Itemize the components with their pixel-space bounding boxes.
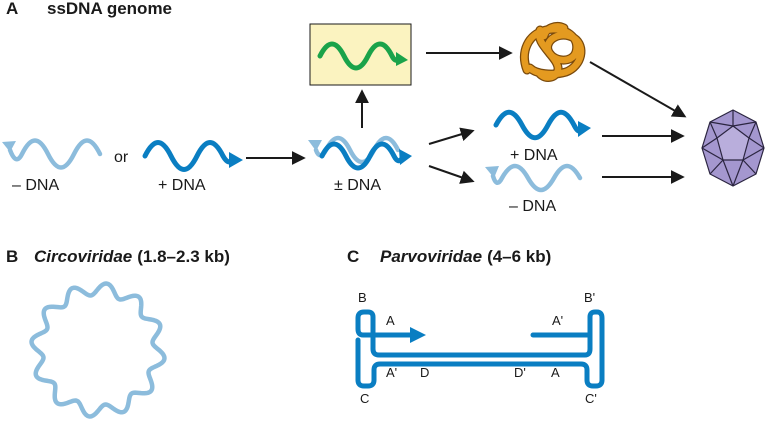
minus-dna-strand-left xyxy=(2,138,103,170)
panel-c-title: Parvoviridae (4–6 kb) xyxy=(380,247,551,266)
panel-b-family: Circoviridae xyxy=(34,247,132,266)
panel-c-letter: C xyxy=(347,247,359,266)
capsid-icon xyxy=(701,109,765,187)
parvo-arrowhead xyxy=(410,327,426,343)
label-c: C xyxy=(360,391,369,406)
label-a-prime-top: A' xyxy=(552,313,563,328)
label-c-prime: C' xyxy=(585,391,597,406)
panel-a-letter: A xyxy=(6,0,18,18)
or-label: or xyxy=(114,149,129,166)
label-a-top: A xyxy=(386,313,395,328)
minus-dna-label-left: – DNA xyxy=(12,177,59,194)
panel-a-title: ssDNA genome xyxy=(47,0,172,18)
arrow-to-minus-dna xyxy=(428,165,475,184)
label-a-prime-bottom: A' xyxy=(386,365,397,380)
pm-dna-label: ± DNA xyxy=(334,177,381,194)
label-d-prime: D' xyxy=(514,365,526,380)
mrna-box xyxy=(309,23,412,86)
circular-genome xyxy=(29,281,167,419)
protein-knot-icon xyxy=(520,21,586,82)
plus-dna-label-left: + DNA xyxy=(158,177,206,194)
panel-b-title: Circoviridae (1.8–2.3 kb) xyxy=(34,247,230,266)
panel-b-letter: B xyxy=(6,247,18,266)
minus-dna-strand-right xyxy=(485,163,583,193)
mrna-strand xyxy=(317,41,408,71)
plus-dna-strand-left xyxy=(142,140,243,172)
label-d: D xyxy=(420,365,429,380)
arrow-to-plus-dna xyxy=(428,127,475,145)
plus-dna-label-right: + DNA xyxy=(510,147,558,164)
parvovirus-genome xyxy=(355,309,605,389)
panel-c-size: (4–6 kb) xyxy=(487,247,551,266)
minus-dna-label-right: – DNA xyxy=(509,198,556,215)
panel-b-size: (1.8–2.3 kb) xyxy=(137,247,230,266)
label-b: B xyxy=(358,290,367,305)
plus-dna-strand-right xyxy=(493,109,591,141)
panel-c-family: Parvoviridae xyxy=(380,247,482,266)
label-b-prime: B' xyxy=(584,290,595,305)
arrow-protein-to-capsid xyxy=(589,61,687,118)
pm-dna-duplex xyxy=(308,135,412,171)
label-a-bottom: A xyxy=(551,365,560,380)
